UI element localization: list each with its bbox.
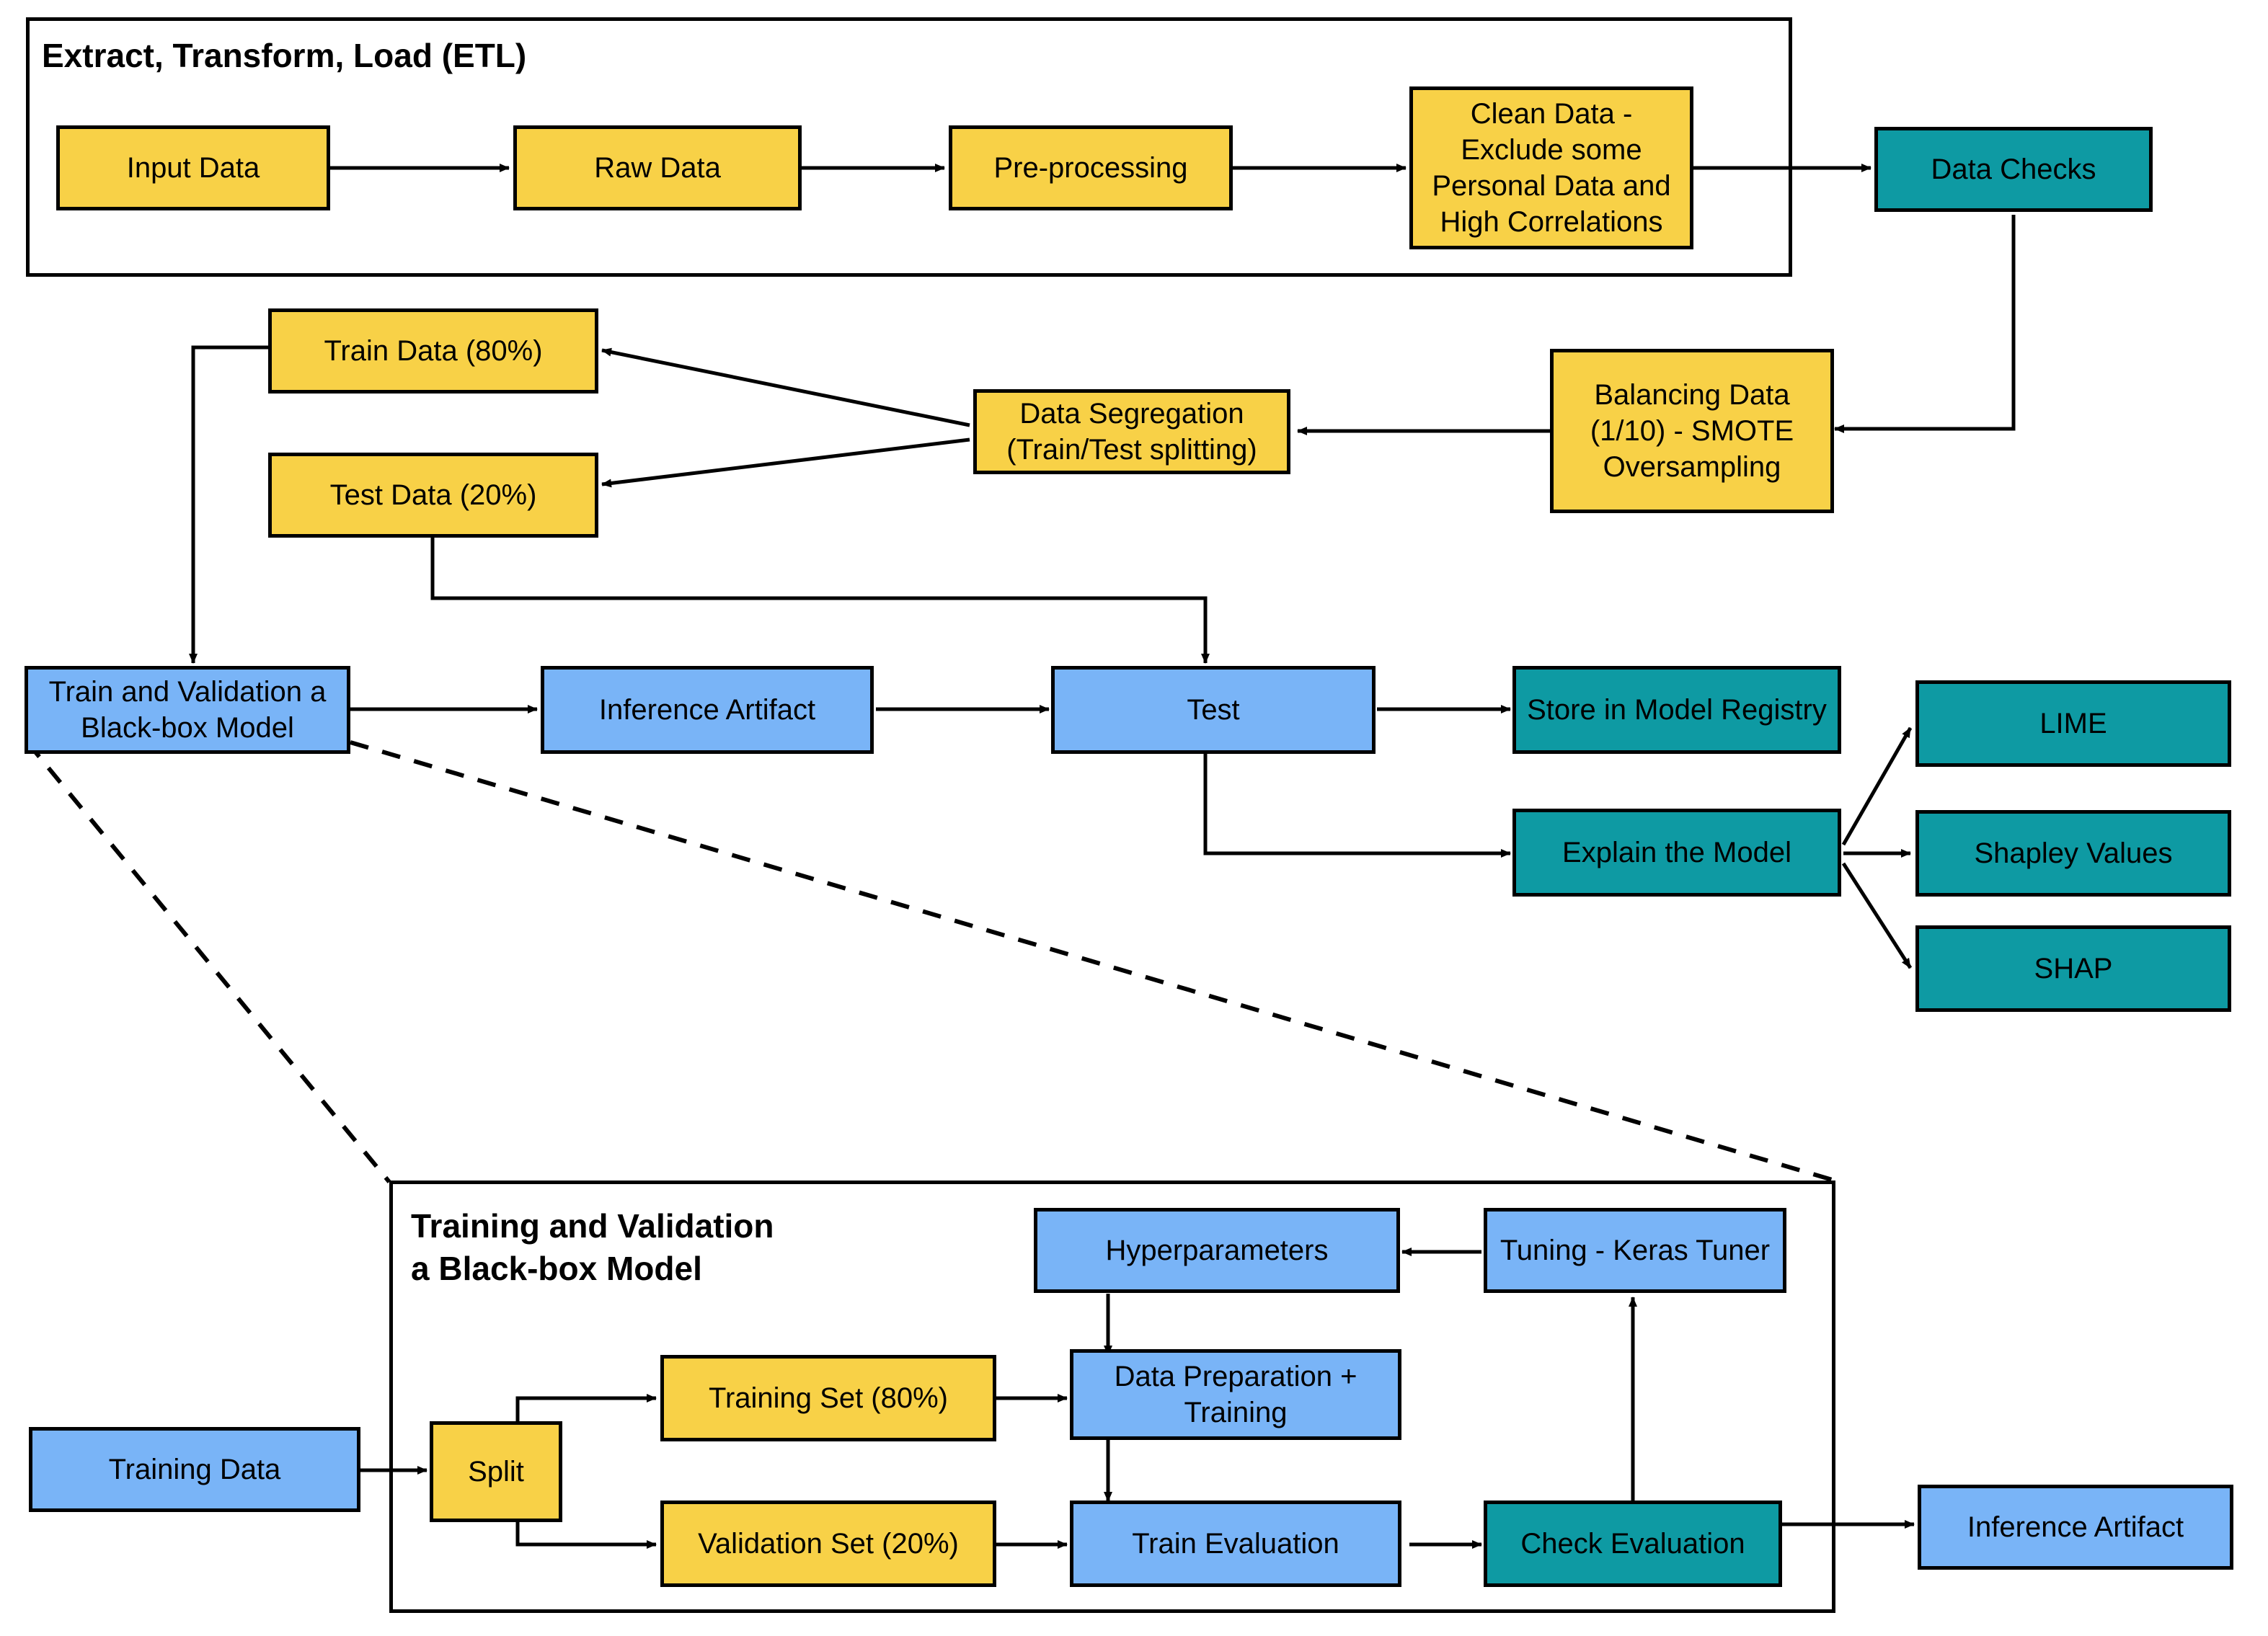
node-hyperparameters[interactable]: Hyperparameters xyxy=(1034,1208,1400,1293)
node-shap[interactable]: SHAP xyxy=(1915,925,2231,1012)
node-check-evaluation[interactable]: Check Evaluation xyxy=(1484,1501,1782,1587)
node-shapley-values[interactable]: Shapley Values xyxy=(1915,810,2231,897)
node-label: Inference Artifact xyxy=(598,694,816,726)
node-label: Raw Data xyxy=(594,152,721,184)
node-train-evaluation[interactable]: Train Evaluation xyxy=(1070,1501,1401,1587)
node-label: Clean Data - Exclude some Personal Data … xyxy=(1432,98,1671,238)
edge-test-to-explain xyxy=(1203,742,1511,858)
etl-group-title: Extract, Transform, Load (ETL) xyxy=(42,37,527,74)
node-split[interactable]: Split xyxy=(430,1421,562,1522)
node-test[interactable]: Test xyxy=(1051,666,1376,754)
node-label: Train Evaluation xyxy=(1132,1528,1339,1560)
edge-explain-to-shap xyxy=(1841,862,1913,969)
node-test-data[interactable]: Test Data (20%) xyxy=(268,453,598,538)
node-label: Input Data xyxy=(126,152,260,184)
edge-segregation-to-testdata xyxy=(601,437,970,488)
node-label: Data Checks xyxy=(1931,154,2096,185)
node-data-checks[interactable]: Data Checks xyxy=(1874,127,2153,212)
node-label: LIME xyxy=(2039,708,2107,739)
node-inference-artifact[interactable]: Inference Artifact xyxy=(541,666,874,754)
training-group-container xyxy=(389,1181,1835,1613)
node-label: Pre-processing xyxy=(993,152,1188,184)
node-label: Train and Validation a Black-box Model xyxy=(48,676,327,744)
node-train-validation-blackbox[interactable]: Train and Validation a Black-box Model xyxy=(25,666,350,754)
node-data-preparation-training[interactable]: Data Preparation + Training xyxy=(1070,1349,1401,1440)
node-label: Train Data (80%) xyxy=(324,335,543,367)
node-data-segregation[interactable]: Data Segregation (Train/Test splitting) xyxy=(973,389,1290,474)
edge-datachecks-to-balancing xyxy=(1834,215,2016,433)
node-label: Data Segregation (Train/Test splitting) xyxy=(1006,398,1257,466)
node-label: Test xyxy=(1187,694,1240,726)
node-label: Balancing Data (1/10) - SMOTE Oversampli… xyxy=(1590,379,1794,483)
node-label: Check Evaluation xyxy=(1520,1528,1745,1560)
node-label: Validation Set (20%) xyxy=(698,1528,959,1560)
node-label: Training Data xyxy=(108,1454,281,1485)
node-train-data[interactable]: Train Data (80%) xyxy=(268,308,598,394)
node-pre-processing[interactable]: Pre-processing xyxy=(949,125,1233,210)
node-input-data[interactable]: Input Data xyxy=(56,125,330,210)
node-training-data[interactable]: Training Data xyxy=(29,1427,360,1512)
node-explain-the-model[interactable]: Explain the Model xyxy=(1512,809,1841,897)
edge-segregation-to-traindata xyxy=(601,347,970,427)
node-label: Explain the Model xyxy=(1562,837,1791,868)
node-label: SHAP xyxy=(2034,953,2113,984)
node-raw-data[interactable]: Raw Data xyxy=(513,125,802,210)
node-label: Split xyxy=(468,1456,524,1488)
node-clean-data[interactable]: Clean Data - Exclude some Personal Data … xyxy=(1409,86,1693,249)
node-label: Training Set (80%) xyxy=(709,1382,948,1414)
node-label: Inference Artifact xyxy=(1967,1511,2184,1543)
node-label: Test Data (20%) xyxy=(329,479,537,511)
node-label: Tuning - Keras Tuner xyxy=(1500,1235,1771,1266)
expansion-guide-left xyxy=(25,741,391,1183)
node-label: Hyperparameters xyxy=(1105,1235,1329,1266)
etl-group-container xyxy=(26,17,1792,277)
node-label: Shapley Values xyxy=(1974,837,2173,869)
node-inference-artifact-2[interactable]: Inference Artifact xyxy=(1918,1485,2233,1570)
node-store-in-model-registry[interactable]: Store in Model Registry xyxy=(1512,666,1841,754)
node-label: Store in Model Registry xyxy=(1527,694,1827,726)
edge-explain-to-lime xyxy=(1841,726,1913,846)
node-tuning-keras-tuner[interactable]: Tuning - Keras Tuner xyxy=(1484,1208,1786,1293)
edge-traindata-to-trainvalidation xyxy=(189,345,268,664)
node-label: Data Preparation + Training xyxy=(1114,1361,1357,1428)
node-lime[interactable]: LIME xyxy=(1915,680,2231,767)
node-training-set[interactable]: Training Set (80%) xyxy=(660,1355,996,1441)
training-group-title: Training and Validation a Black-box Mode… xyxy=(411,1207,774,1287)
node-balancing-data[interactable]: Balancing Data (1/10) - SMOTE Oversampli… xyxy=(1550,349,1834,513)
node-validation-set[interactable]: Validation Set (20%) xyxy=(660,1501,996,1587)
